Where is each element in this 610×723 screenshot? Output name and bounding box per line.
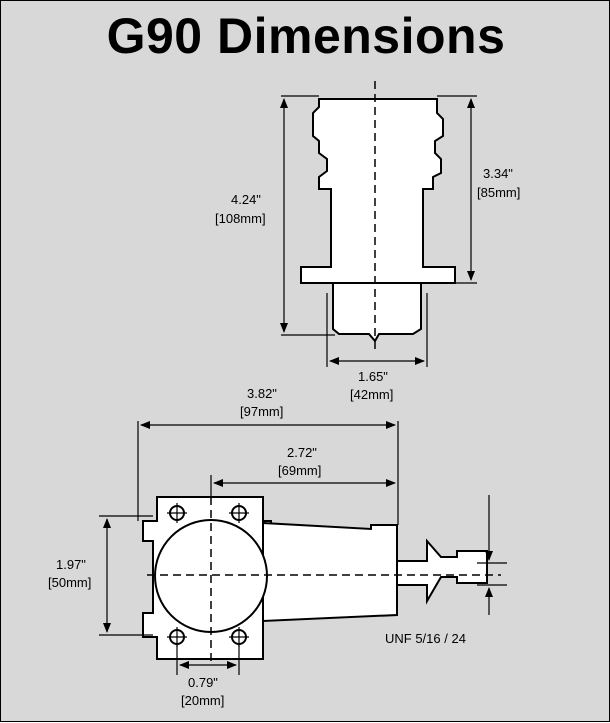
upper-height-mm: [85mm]: [477, 185, 520, 200]
hole-spacing-inches: 0.79": [188, 675, 218, 690]
overall-length-inches: 3.82": [247, 386, 277, 401]
body-length-mm: [69mm]: [278, 463, 321, 478]
crankcase-nose-outline: [262, 521, 398, 623]
top-view: 4.24" [108mm] 3.34" [85mm] 1.65" [42mm]: [215, 81, 520, 402]
overall-length-mm: [97mm]: [240, 404, 283, 419]
hole-spacing-mm: [20mm]: [181, 693, 224, 708]
base-width-mm: [42mm]: [350, 387, 393, 402]
body-length-inches: 2.72": [287, 445, 317, 460]
cylinder-detail-line: [330, 189, 424, 267]
height-mm: [50mm]: [48, 575, 91, 590]
thread-spec-label: UNF 5/16 / 24: [385, 631, 466, 646]
overall-height-mm: [108mm]: [215, 211, 266, 226]
page-title: G90 Dimensions: [106, 8, 506, 64]
upper-height-inches: 3.34": [483, 166, 513, 181]
overall-height-inches: 4.24": [231, 192, 261, 207]
bolt-hole-crosshairs: [167, 503, 249, 647]
crankcase-outline: [332, 282, 422, 343]
base-width-inches: 1.65": [358, 369, 388, 384]
cylinder-head-outline: [300, 98, 456, 284]
prop-shaft-outline: [396, 538, 488, 605]
height-inches: 1.97": [56, 557, 86, 572]
side-view: 3.82" [97mm] 2.72" [69mm] 1.97" [50mm] 0…: [48, 386, 507, 708]
